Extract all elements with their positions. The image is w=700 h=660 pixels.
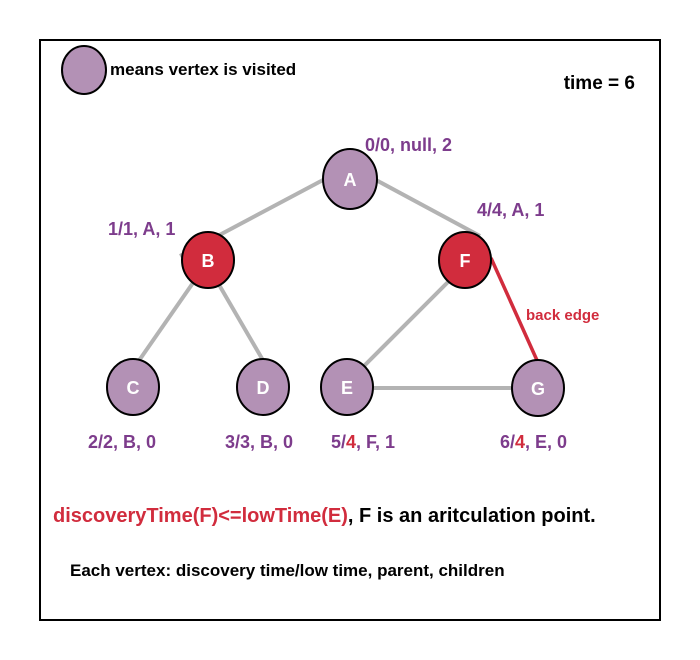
node-A: A <box>322 148 378 210</box>
node-label: D <box>257 378 270 398</box>
node-E-info: 5/4, F, 1 <box>331 432 395 452</box>
edge-B-D <box>216 281 266 364</box>
back-edge-F-G <box>489 257 542 368</box>
node-B: B <box>181 231 235 289</box>
node-label: F <box>460 251 471 271</box>
node-A-info: 0/0, null, 2 <box>365 135 452 155</box>
footnote: Each vertex: discovery time/low time, pa… <box>70 561 505 580</box>
node-C-info: 2/2, B, 0 <box>88 432 156 452</box>
edge-F-E <box>360 278 452 370</box>
conclusion-text: discoveryTime(F)<=lowTime(E), F is an ar… <box>53 505 596 527</box>
node-D-info: 3/3, B, 0 <box>225 432 293 452</box>
node-B-info: 1/1, A, 1 <box>108 219 175 239</box>
legend-visited-circle <box>61 45 107 95</box>
node-F-info: 4/4, A, 1 <box>477 200 544 220</box>
node-label: E <box>341 378 353 398</box>
edge-A-F <box>375 178 481 238</box>
legend-text: means vertex is visited <box>110 60 296 79</box>
node-G-info: 6/4, E, 0 <box>500 432 567 452</box>
node-F: F <box>438 231 492 289</box>
node-E: E <box>320 358 374 416</box>
node-label: G <box>531 379 545 399</box>
back-edge-label: back edge <box>526 307 599 324</box>
frame <box>39 39 661 621</box>
node-G: G <box>511 359 565 417</box>
edge-B-C <box>136 278 197 364</box>
node-label: A <box>344 170 357 190</box>
node-label: B <box>202 251 215 271</box>
node-label: C <box>127 378 140 398</box>
node-C: C <box>106 358 160 416</box>
node-D: D <box>236 358 290 416</box>
time-label: time = 6 <box>564 73 635 94</box>
